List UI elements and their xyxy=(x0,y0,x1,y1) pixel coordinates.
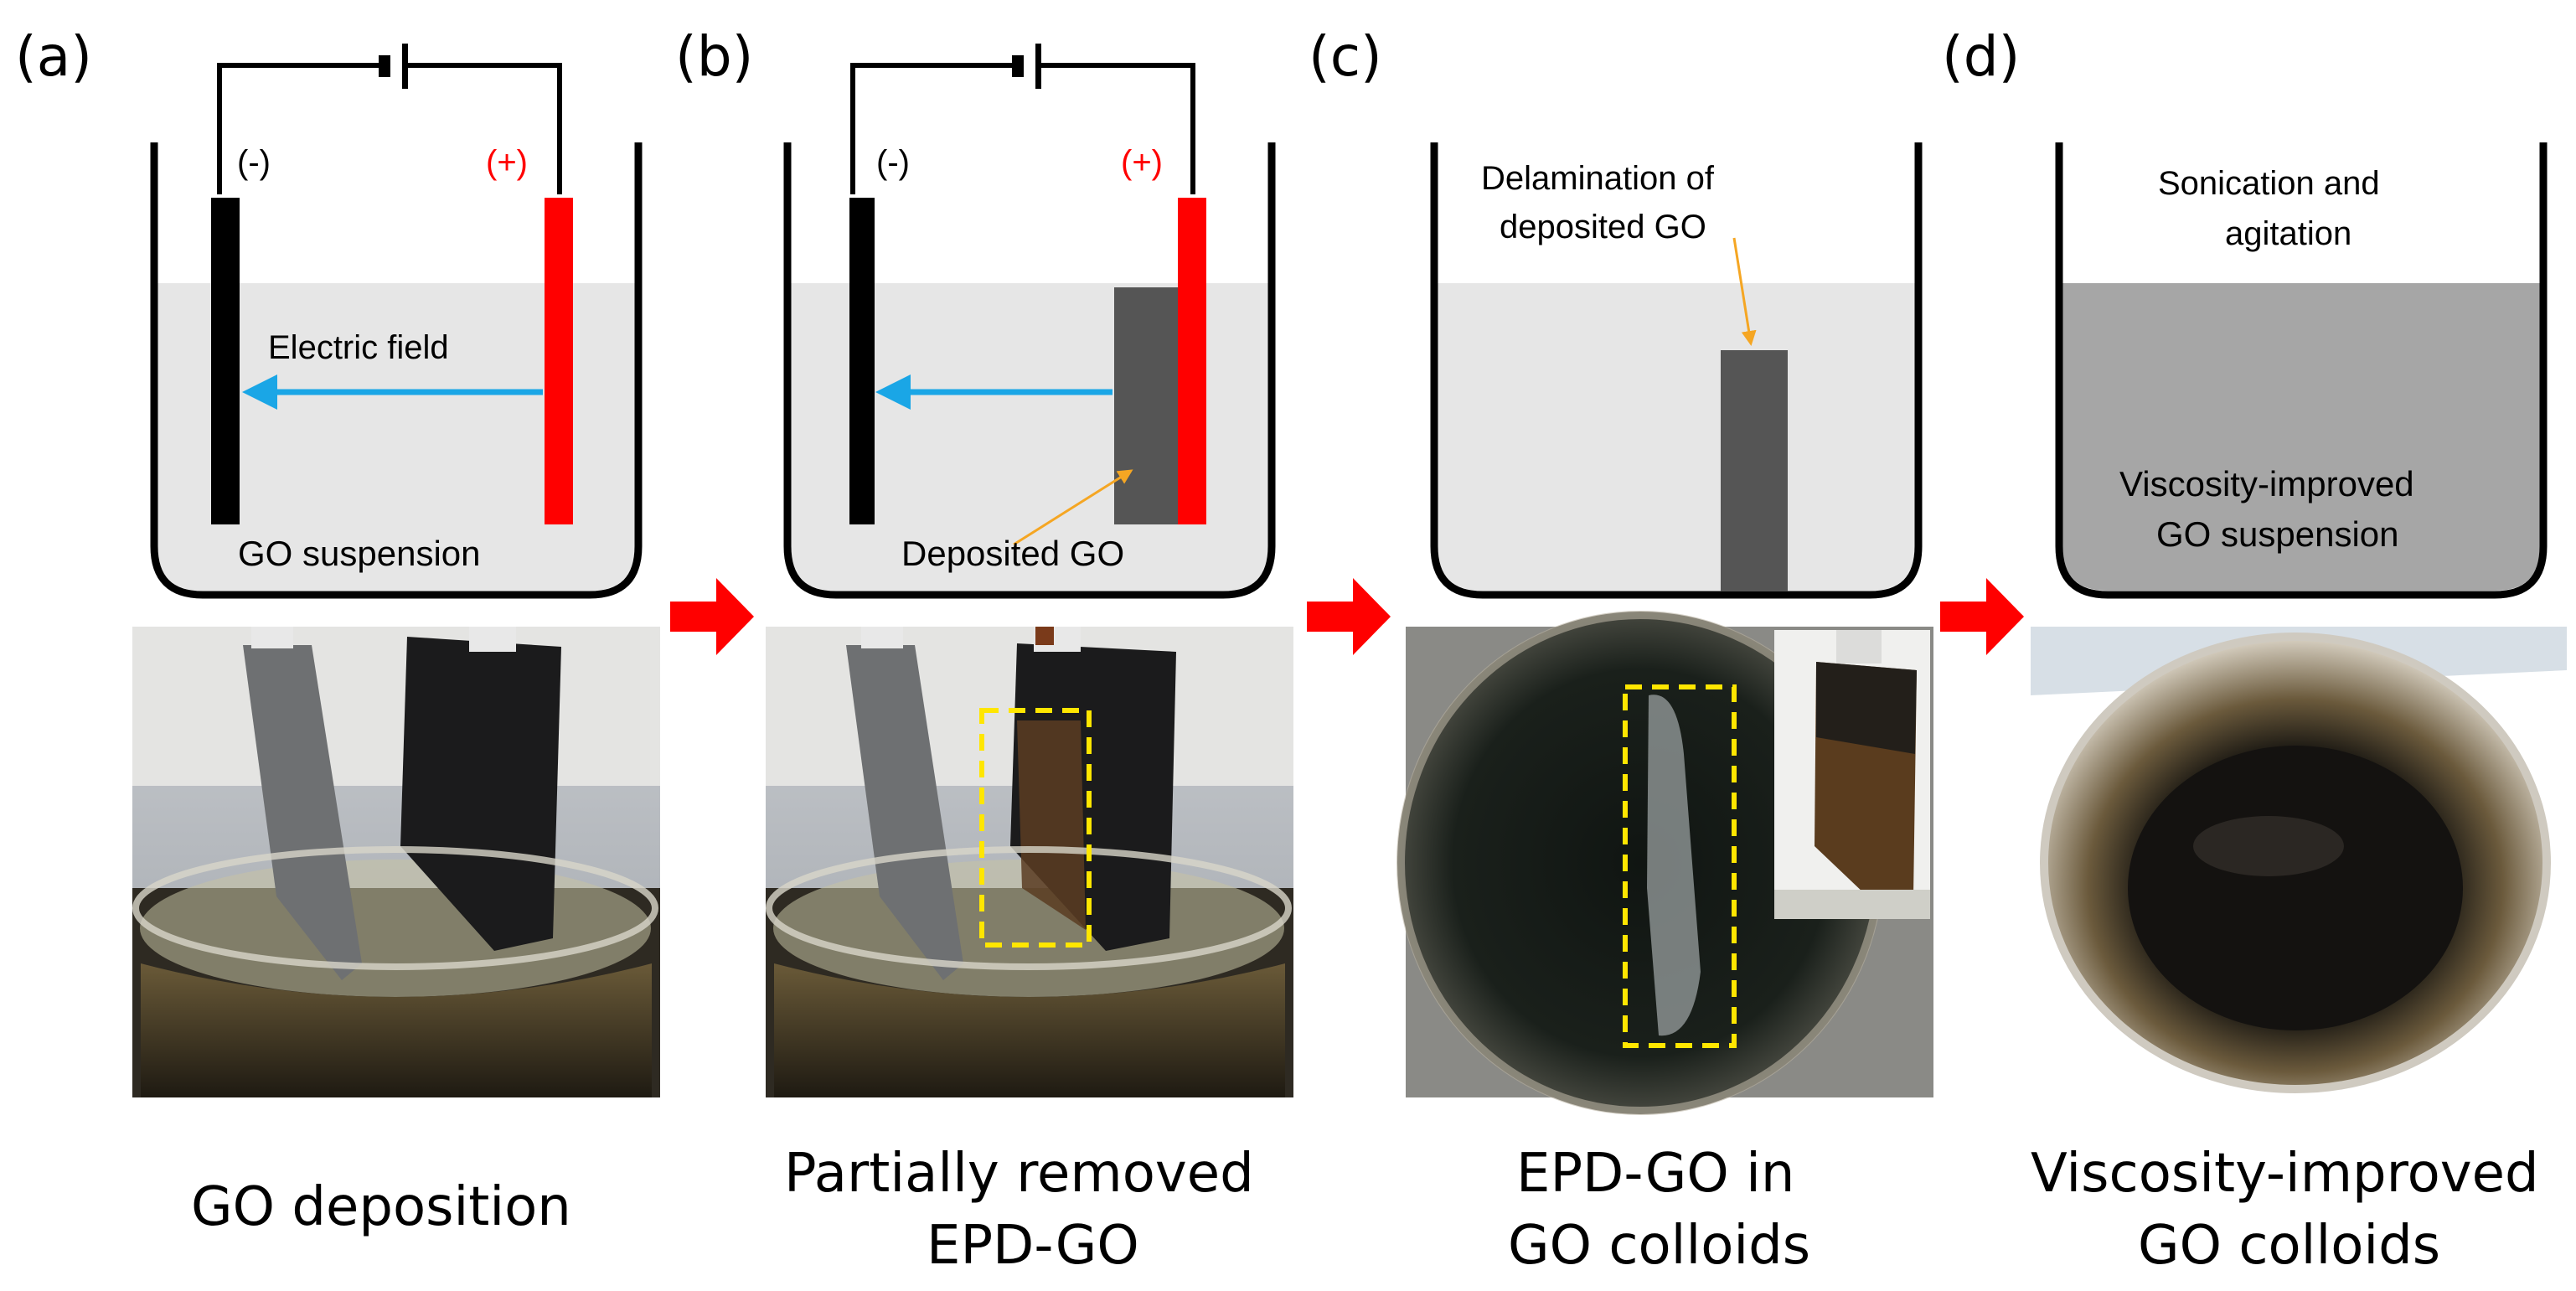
process-arrow-3 xyxy=(1940,578,2024,655)
positive-label: (+) xyxy=(1121,144,1163,181)
delamination-pointer xyxy=(1732,237,1757,346)
process-arrow-2 xyxy=(1307,578,1391,655)
deposited-go-pointer xyxy=(1013,469,1133,546)
wire-positive xyxy=(1040,63,1195,194)
improved-suspension-label-line2: GO suspension xyxy=(2156,514,2399,554)
anode xyxy=(1178,198,1206,524)
photo-epd-go-in-colloids xyxy=(1396,611,1933,1115)
cathode xyxy=(211,198,240,524)
panel-c: (c) Delamination of deposited GO EPD-GO … xyxy=(1309,24,1933,1277)
positive-label: (+) xyxy=(486,144,528,181)
go-suspension xyxy=(157,283,635,591)
battery-icon xyxy=(379,44,408,89)
go-suspension xyxy=(1438,283,1915,591)
improved-suspension xyxy=(2062,283,2540,591)
suspension-label: GO suspension xyxy=(238,534,481,573)
caption-d-line1: Viscosity-improved xyxy=(2031,1143,2539,1205)
negative-label: (-) xyxy=(876,144,910,181)
cathode xyxy=(849,198,875,524)
caption-b-line2: EPD-GO xyxy=(927,1215,1139,1277)
caption-c-line2: GO colloids xyxy=(1508,1215,1810,1277)
beaker xyxy=(1430,142,1923,599)
beaker xyxy=(783,142,1276,599)
sonication-label-line2: agitation xyxy=(2225,215,2351,252)
caption-c-line1: EPD-GO in xyxy=(1516,1143,1794,1205)
caption-a-line1: GO deposition xyxy=(191,1176,571,1238)
panel-label-c: (c) xyxy=(1309,24,1382,89)
photo-partially-removed xyxy=(766,627,1293,1097)
beaker xyxy=(2055,142,2548,599)
beaker xyxy=(150,142,643,599)
panel-d: (d) Sonication and agitation Viscosity-i… xyxy=(1942,24,2567,1277)
wire-negative xyxy=(850,63,1019,194)
delamination-label-line1: Delamination of xyxy=(1481,160,1715,197)
highlight-box xyxy=(1623,684,1737,1048)
panel-label-d: (d) xyxy=(1942,24,2020,89)
caption-d-line2: GO colloids xyxy=(2138,1215,2440,1277)
wire-negative xyxy=(217,63,385,194)
process-arrow-1 xyxy=(670,578,754,655)
deposited-go-label: Deposited GO xyxy=(901,534,1124,573)
delamination-label-line2: deposited GO xyxy=(1500,209,1706,245)
photo-viscosity-improved xyxy=(2031,627,2567,1096)
anode xyxy=(545,198,573,524)
inset-electrode-photo xyxy=(1774,630,1930,919)
panel-a: (a) (-) (+) Electric field GO suspension xyxy=(15,24,660,1238)
battery-icon xyxy=(1012,44,1041,89)
photo-go-deposition xyxy=(132,627,660,1097)
deposited-go-layer xyxy=(1114,287,1180,524)
wire-positive xyxy=(407,63,562,194)
caption-b-line1: Partially removed xyxy=(784,1143,1254,1205)
panel-label-a: (a) xyxy=(15,24,92,89)
panel-b: (b) (-) (+) Deposited GO xyxy=(675,24,1293,1277)
electric-field-label: Electric field xyxy=(268,329,449,366)
delaminated-go xyxy=(1721,350,1788,591)
improved-suspension-label-line1: Viscosity-improved xyxy=(2119,464,2414,503)
highlight-box xyxy=(979,708,1092,948)
negative-label: (-) xyxy=(237,144,271,181)
panel-label-b: (b) xyxy=(675,24,753,89)
sonication-label-line1: Sonication and xyxy=(2158,165,2380,202)
